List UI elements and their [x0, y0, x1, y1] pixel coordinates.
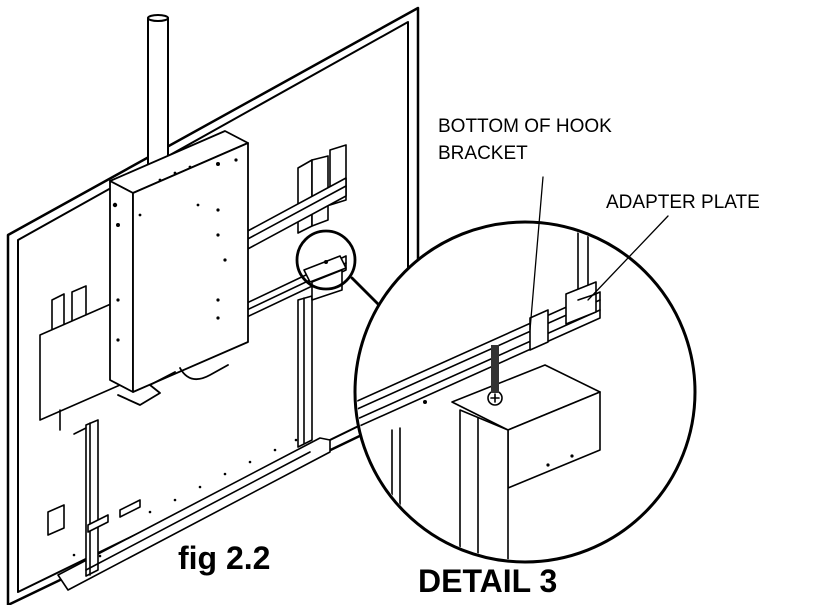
leader-adapter-plate [587, 215, 669, 301]
callout-hook-line2: BRACKET [438, 143, 528, 164]
detail-caption: DETAIL 3 [418, 563, 558, 599]
hook-bracket [303, 255, 347, 301]
figure-caption: fig 2.2 [178, 540, 271, 576]
detail-holes [423, 400, 574, 467]
frame-holes [72, 438, 298, 558]
threaded-stud [491, 345, 499, 393]
leader-hook-bracket [529, 176, 544, 331]
callout-leaders [529, 176, 669, 331]
callout-adapter-plate: ADAPTER PLATE [606, 192, 760, 213]
lower-frame [47, 295, 331, 591]
callout-hook-line1: BOTTOM OF HOOK [438, 116, 612, 137]
display-box-holes [112, 158, 238, 342]
detail-indicator [295, 229, 382, 308]
detail-magnified [353, 220, 697, 564]
display-box [109, 130, 249, 406]
ceiling-pole [147, 14, 169, 177]
